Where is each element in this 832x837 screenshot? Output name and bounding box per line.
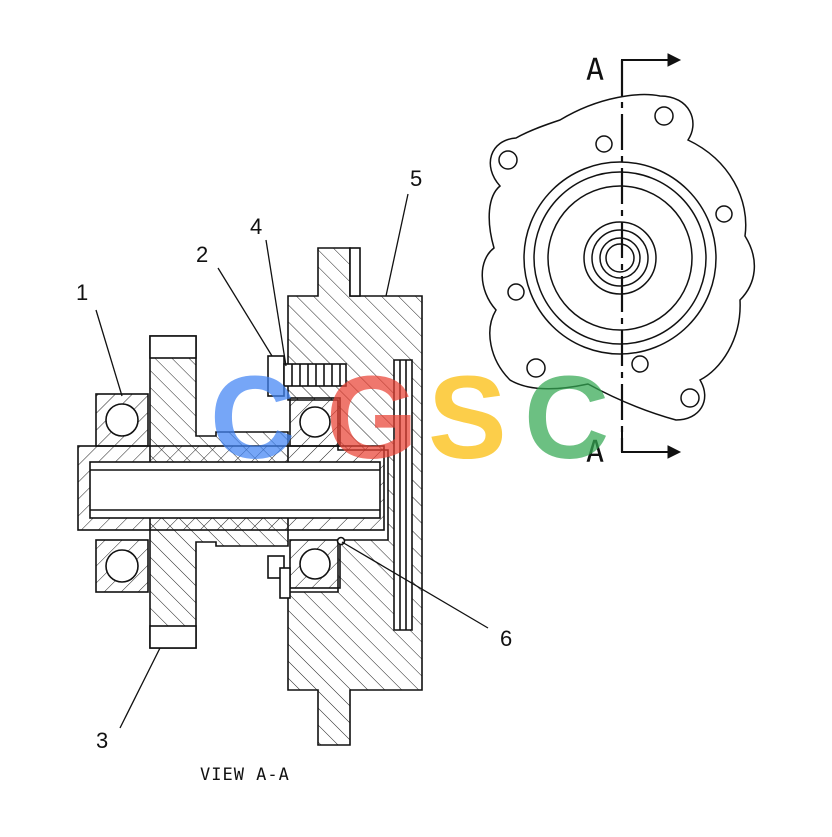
bearing-left xyxy=(95,393,149,593)
bolt-hole xyxy=(507,283,525,301)
bolt-hole xyxy=(526,358,546,378)
callout-6: 6 xyxy=(500,626,512,651)
view-label: VIEW A-A xyxy=(200,765,290,785)
callout-5: 5 xyxy=(410,166,422,191)
callout-3: 3 xyxy=(96,728,108,753)
section-cut-line xyxy=(620,53,682,459)
callout-4: 4 xyxy=(250,214,262,239)
bolt-hole xyxy=(498,150,518,170)
callout-2: 2 xyxy=(196,242,208,267)
watermark-letter: G xyxy=(326,352,418,484)
end-view xyxy=(481,93,756,421)
callout-1: 1 xyxy=(76,280,88,305)
leader-lines xyxy=(95,193,489,729)
bolt-hole xyxy=(631,355,649,373)
bolt-hole xyxy=(680,388,700,408)
bolt-hole xyxy=(715,205,733,223)
watermark-logo: C G S C xyxy=(210,352,609,484)
watermark-letter: S xyxy=(428,352,507,484)
bolt xyxy=(267,355,347,599)
shaft xyxy=(77,445,385,531)
bolt-hole xyxy=(595,135,613,153)
watermark-letter: C xyxy=(210,352,295,484)
watermark-letter: C xyxy=(524,352,609,484)
section-view xyxy=(77,193,489,746)
section-mark-top: A xyxy=(586,53,604,88)
bolt-hole xyxy=(654,106,674,126)
section-mark-bottom: A xyxy=(586,435,604,470)
bearing-right xyxy=(289,397,346,589)
